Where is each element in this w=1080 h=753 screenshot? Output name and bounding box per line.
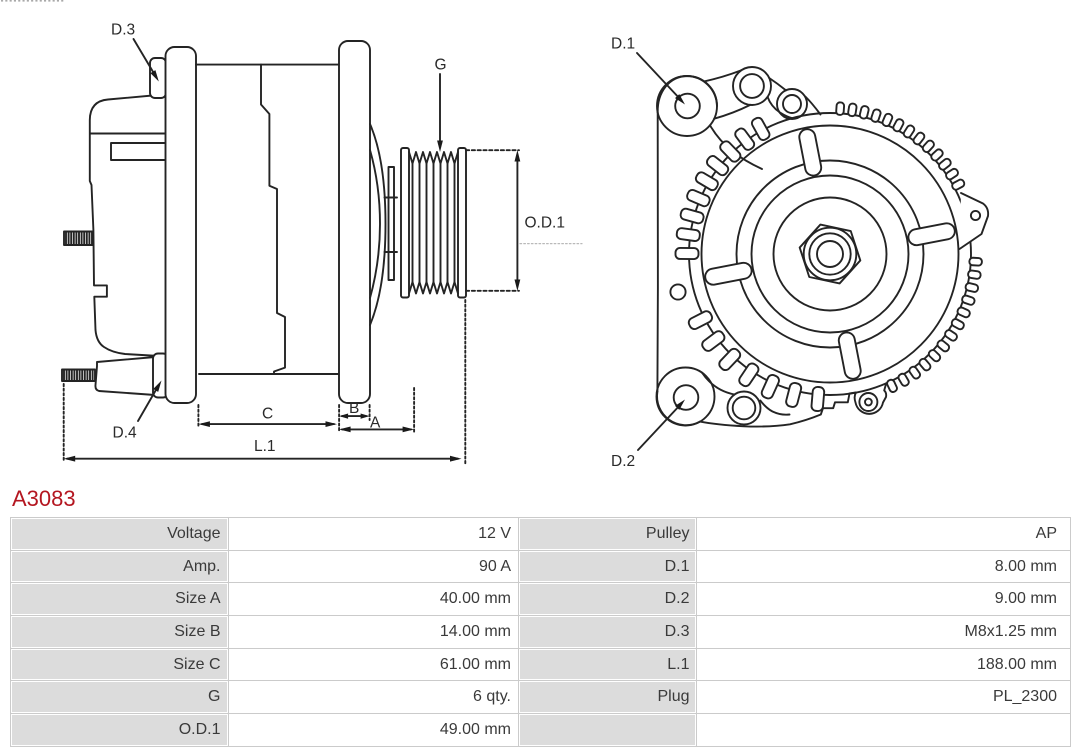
svg-text:A: A bbox=[370, 415, 381, 432]
svg-text:L.1: L.1 bbox=[254, 438, 276, 455]
svg-text:D.2: D.2 bbox=[611, 453, 635, 470]
svg-text:D.1: D.1 bbox=[611, 36, 635, 53]
svg-text:C: C bbox=[262, 406, 273, 423]
svg-text:G: G bbox=[435, 57, 447, 74]
svg-text:O.D.1: O.D.1 bbox=[525, 215, 565, 232]
svg-text:D.4: D.4 bbox=[113, 425, 138, 442]
svg-text:D.3: D.3 bbox=[111, 22, 135, 39]
svg-text:B: B bbox=[349, 400, 359, 417]
